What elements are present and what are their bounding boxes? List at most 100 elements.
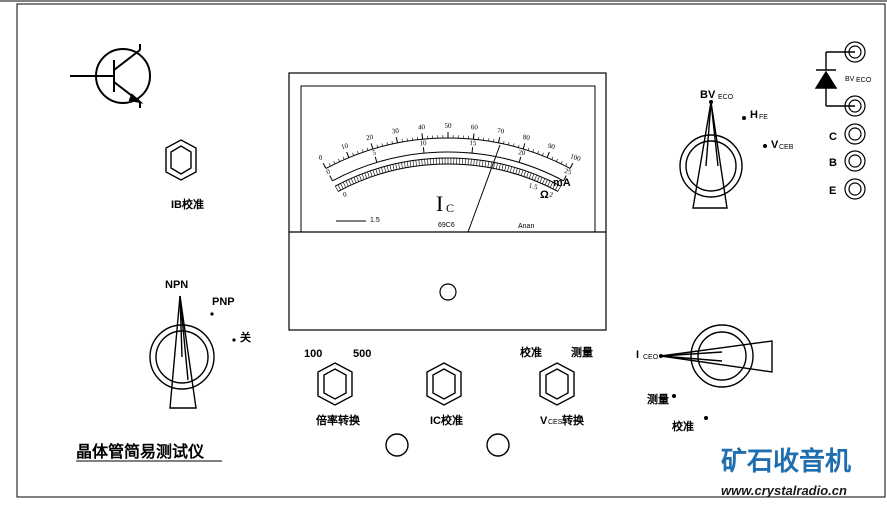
meter-band-tick <box>509 166 512 173</box>
mult-switch-label: 倍率转换 <box>316 413 361 427</box>
meter-mid-tick-label: 25 <box>563 167 572 177</box>
meter-band-tick <box>501 164 504 171</box>
meter-top-minor-tick <box>527 147 530 151</box>
meter-class: 1.5 <box>370 217 380 224</box>
meter-top-minor-tick <box>551 156 554 160</box>
meter-top-tick-label: 30 <box>391 127 399 136</box>
meter-unit-bottom: Ω <box>540 189 549 201</box>
meter-top-minor-tick <box>560 160 563 164</box>
meter-maker: Anan <box>518 223 534 230</box>
meter-band-tick <box>392 164 395 171</box>
meter-band-tick <box>547 180 551 187</box>
bv-selector-knob[interactable] <box>679 101 743 209</box>
hfe-label-main: H <box>750 109 758 121</box>
meter-band-tick <box>430 158 432 165</box>
ib-cal-label: IB校准 <box>171 197 204 211</box>
meter-top-minor-tick <box>513 143 515 147</box>
meter-band-tick <box>345 180 349 187</box>
mode-switch-knob[interactable] <box>149 295 215 409</box>
jack-left[interactable] <box>385 433 409 457</box>
meter-mid-tick <box>563 175 567 182</box>
iceo-measure-label: 测量 <box>647 392 669 406</box>
meter-top-minor-tick <box>498 139 500 144</box>
meter-band-tick <box>479 160 481 167</box>
ic-cal-knob[interactable] <box>426 362 462 406</box>
meter-band-tick <box>427 158 429 165</box>
meter-top-minor-tick <box>342 156 345 160</box>
meter-band-tick <box>542 178 546 185</box>
meter-top-minor-tick <box>371 146 374 150</box>
meter-band-tick <box>342 181 347 188</box>
mult-switch-knob[interactable] <box>317 362 353 406</box>
meter-band-tick <box>348 179 352 186</box>
ib-cal-knob[interactable] <box>165 139 197 181</box>
meter-band-tick <box>367 171 370 178</box>
meter-band-tick <box>490 161 492 168</box>
meter-band-tick <box>418 159 420 166</box>
panel-outline <box>16 3 886 498</box>
meter-band-tick <box>384 166 387 173</box>
meter-top-minor-tick <box>401 139 403 143</box>
meter-ic-sub: C <box>446 201 454 215</box>
meter-band-tick <box>512 167 515 174</box>
iceo-pivot-dot <box>659 354 663 358</box>
meter-band-tick <box>526 171 529 178</box>
terminal-b[interactable] <box>844 150 866 172</box>
vce-switch-knob[interactable] <box>539 362 575 406</box>
iceo-cal-dot <box>704 416 708 420</box>
iceo-label-main: I <box>636 349 639 361</box>
meter-top-tick-label: 50 <box>445 122 453 130</box>
meter-band-tick <box>534 174 537 181</box>
meter-top-minor-tick <box>569 165 572 169</box>
meter-band-tick <box>386 165 389 172</box>
bv-knob-label-sub: ECO <box>718 94 734 101</box>
meter-top-minor-tick <box>522 146 525 150</box>
meter-band-tick <box>464 158 466 165</box>
meter-top-minor-tick <box>556 158 558 162</box>
meter-band-tick <box>350 178 354 185</box>
iceo-selector-knob[interactable] <box>660 324 773 388</box>
meter-band-tick <box>364 172 368 179</box>
meter-band-tick <box>409 160 412 167</box>
meter-band-tick <box>498 163 501 170</box>
mode-off-label: 关 <box>240 330 251 344</box>
meter-band-tick <box>353 177 357 183</box>
meter-mid-tick-label: 20 <box>518 148 527 157</box>
terminal-bv-top[interactable] <box>844 41 866 63</box>
meter-band-tick <box>484 160 487 167</box>
meter-band-tick <box>404 161 406 168</box>
meter-top-minor-tick <box>333 160 336 164</box>
brand-name: 矿石收音机 <box>721 446 851 477</box>
meter-top-minor-tick <box>518 144 520 148</box>
meter-band-tick <box>415 160 417 167</box>
vce-switch-label-sub: CES <box>548 419 563 426</box>
terminal-c-label: C <box>829 131 837 143</box>
meter-band-tick <box>424 159 426 166</box>
meter-top-tick-label: 10 <box>340 142 349 152</box>
jack-right[interactable] <box>486 433 510 457</box>
meter-top-minor-tick <box>328 163 331 167</box>
terminal-c[interactable] <box>844 123 866 145</box>
mode-off-dot <box>232 338 236 342</box>
meter-band-tick <box>523 170 526 177</box>
meter-band-tick <box>381 167 384 174</box>
meter-mid-tick <box>422 147 425 154</box>
terminal-bv-bottom[interactable] <box>844 95 866 117</box>
meter-band-tick <box>401 162 403 169</box>
meter-top-tick-label: 40 <box>418 123 426 131</box>
meter-top-tick-label: 70 <box>497 127 505 136</box>
meter-zero-adjust[interactable] <box>439 283 457 301</box>
meter-top-minor-tick <box>532 149 535 153</box>
meter-mid-tick-label: 5 <box>372 148 377 157</box>
meter-band-tick <box>552 183 556 189</box>
meter-band-tick <box>476 159 478 166</box>
vce-switch-label-suffix: 转换 <box>562 413 585 427</box>
meter-band-tick <box>555 184 559 191</box>
terminal-e-label: E <box>829 185 836 197</box>
hfe-dot <box>742 116 746 120</box>
meter-band-tick <box>557 185 561 192</box>
meter-mid-tick-label: 15 <box>469 139 477 147</box>
meter-band-tick <box>520 169 524 176</box>
meter-top-minor-tick <box>357 150 359 155</box>
terminal-e[interactable] <box>844 178 866 200</box>
